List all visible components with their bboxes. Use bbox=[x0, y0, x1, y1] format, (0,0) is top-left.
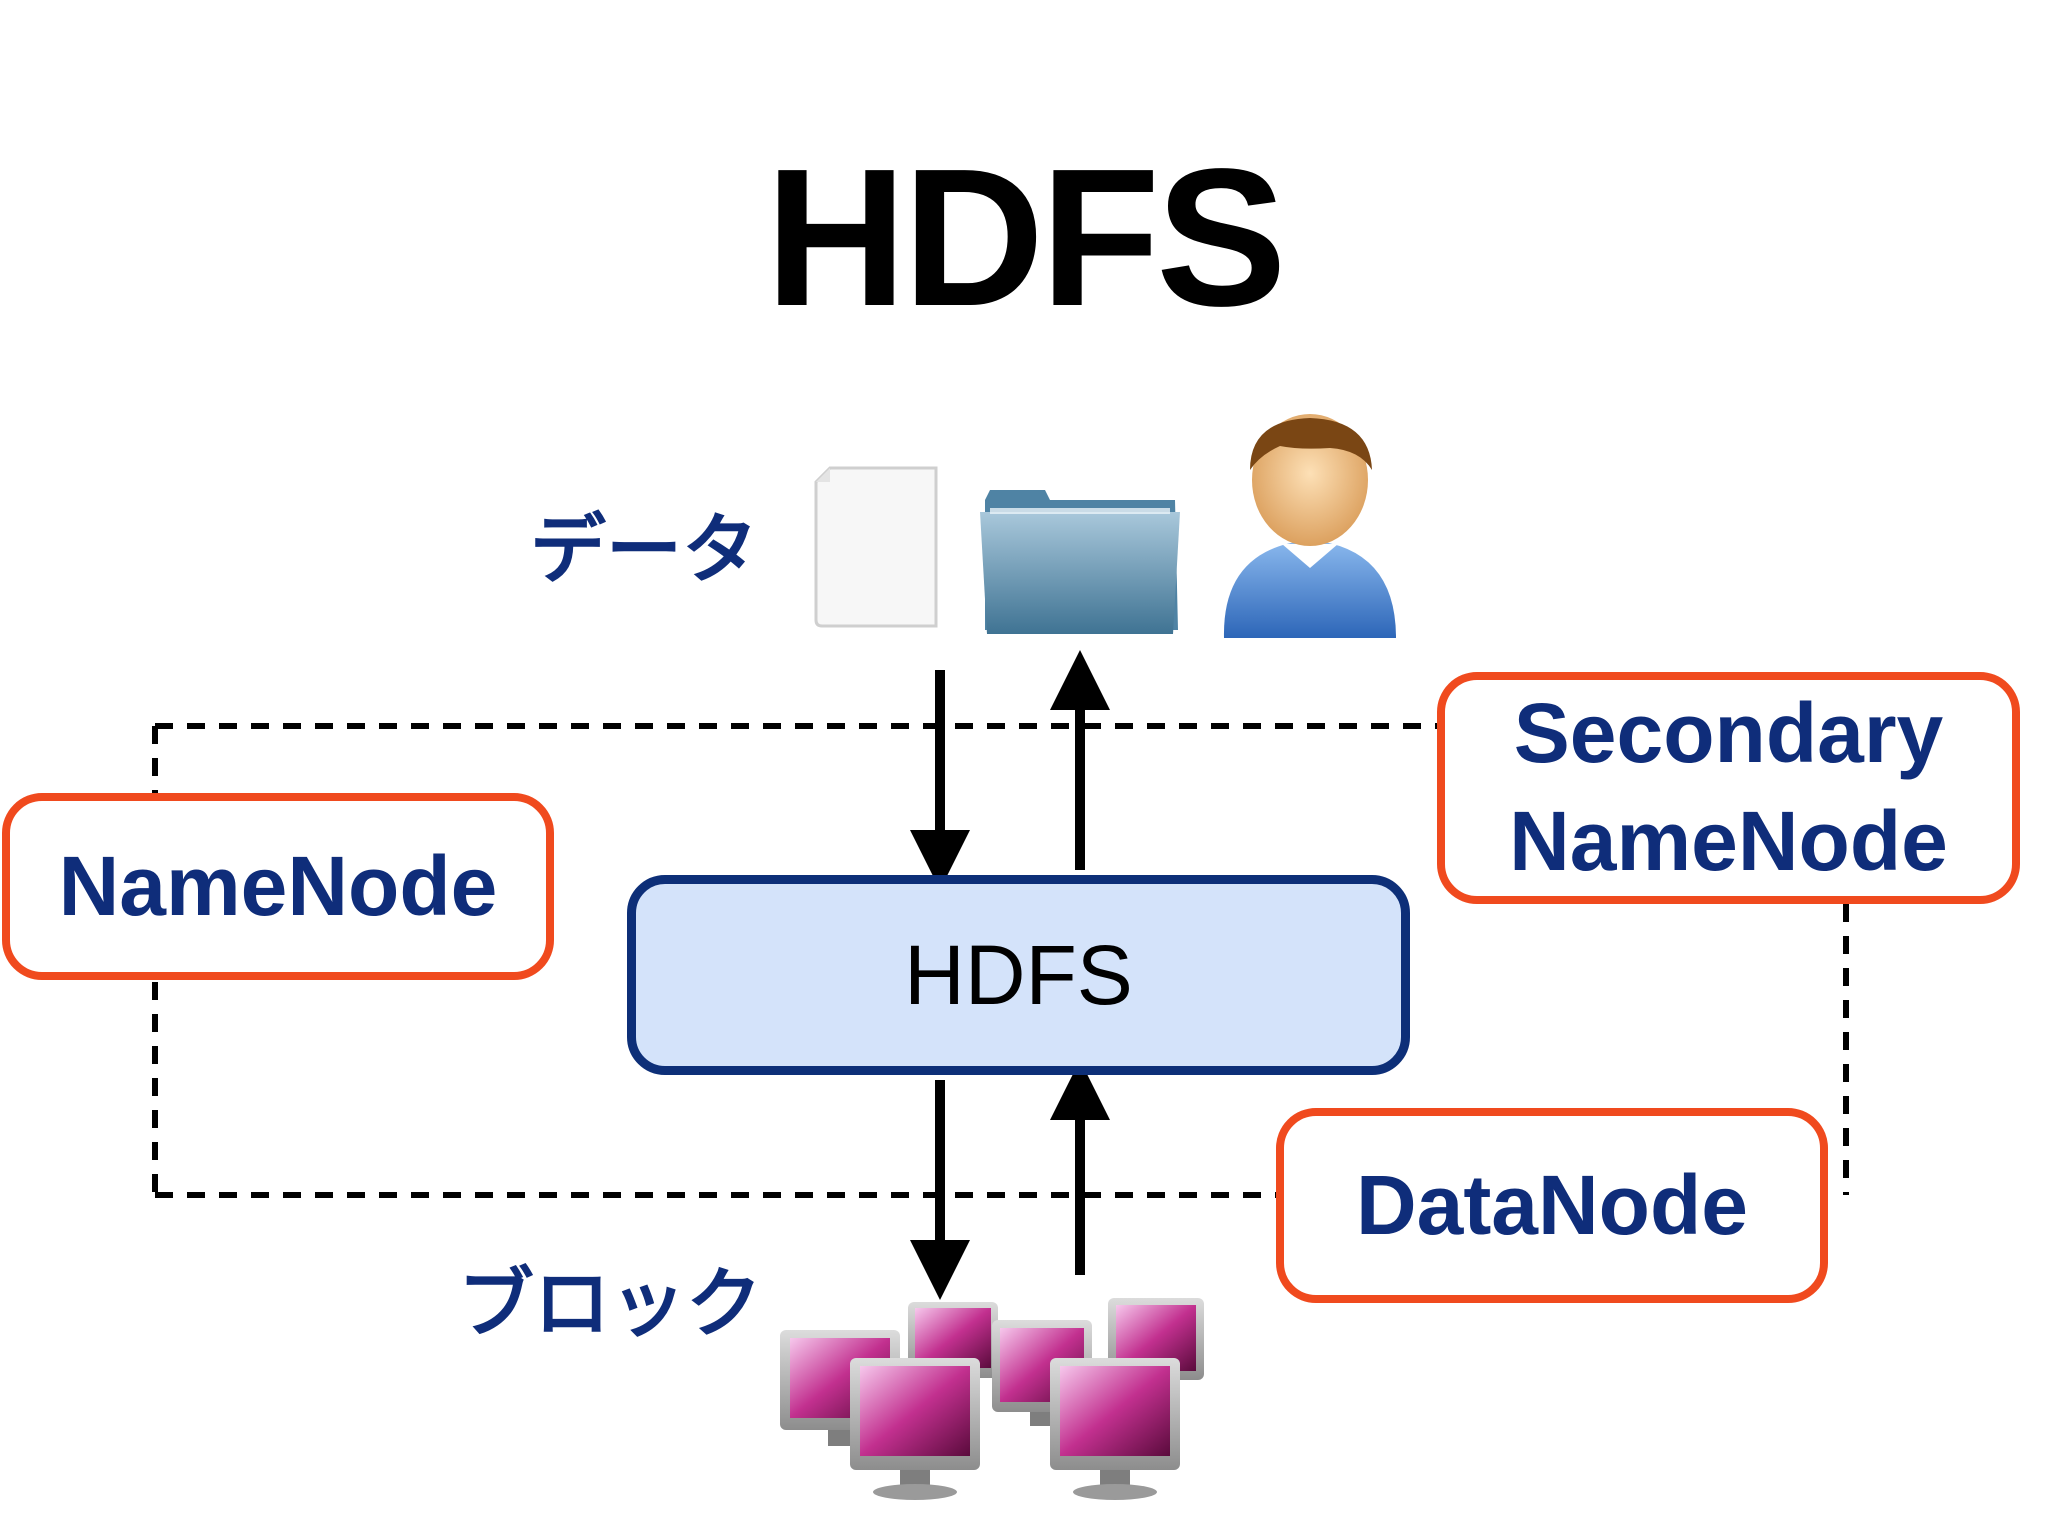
folder-icon bbox=[980, 490, 1180, 634]
computer-cluster-icon bbox=[780, 1298, 1204, 1500]
namenode-label: NameNode bbox=[58, 839, 498, 933]
data-label: データ bbox=[530, 505, 758, 594]
secondary-namenode-label-line2: NameNode bbox=[1509, 794, 1948, 888]
block-label: ブロック bbox=[458, 1259, 762, 1348]
hdfs-box-label: HDFS bbox=[904, 927, 1133, 1022]
datanode-box: DataNode bbox=[1276, 1108, 1828, 1303]
secondary-namenode-box: Secondary NameNode bbox=[1437, 672, 2020, 904]
namenode-box: NameNode bbox=[2, 793, 554, 980]
document-icon bbox=[814, 466, 938, 628]
user-icon bbox=[1223, 414, 1396, 638]
page-title: HDFS bbox=[765, 128, 1287, 347]
monitor-5 bbox=[850, 1358, 980, 1500]
arrows bbox=[910, 650, 1110, 1300]
hdfs-box: HDFS bbox=[627, 875, 1410, 1075]
datanode-label: DataNode bbox=[1355, 1158, 1749, 1252]
secondary-namenode-label-line1: Secondary bbox=[1513, 686, 1944, 781]
monitor-6 bbox=[1050, 1358, 1180, 1500]
